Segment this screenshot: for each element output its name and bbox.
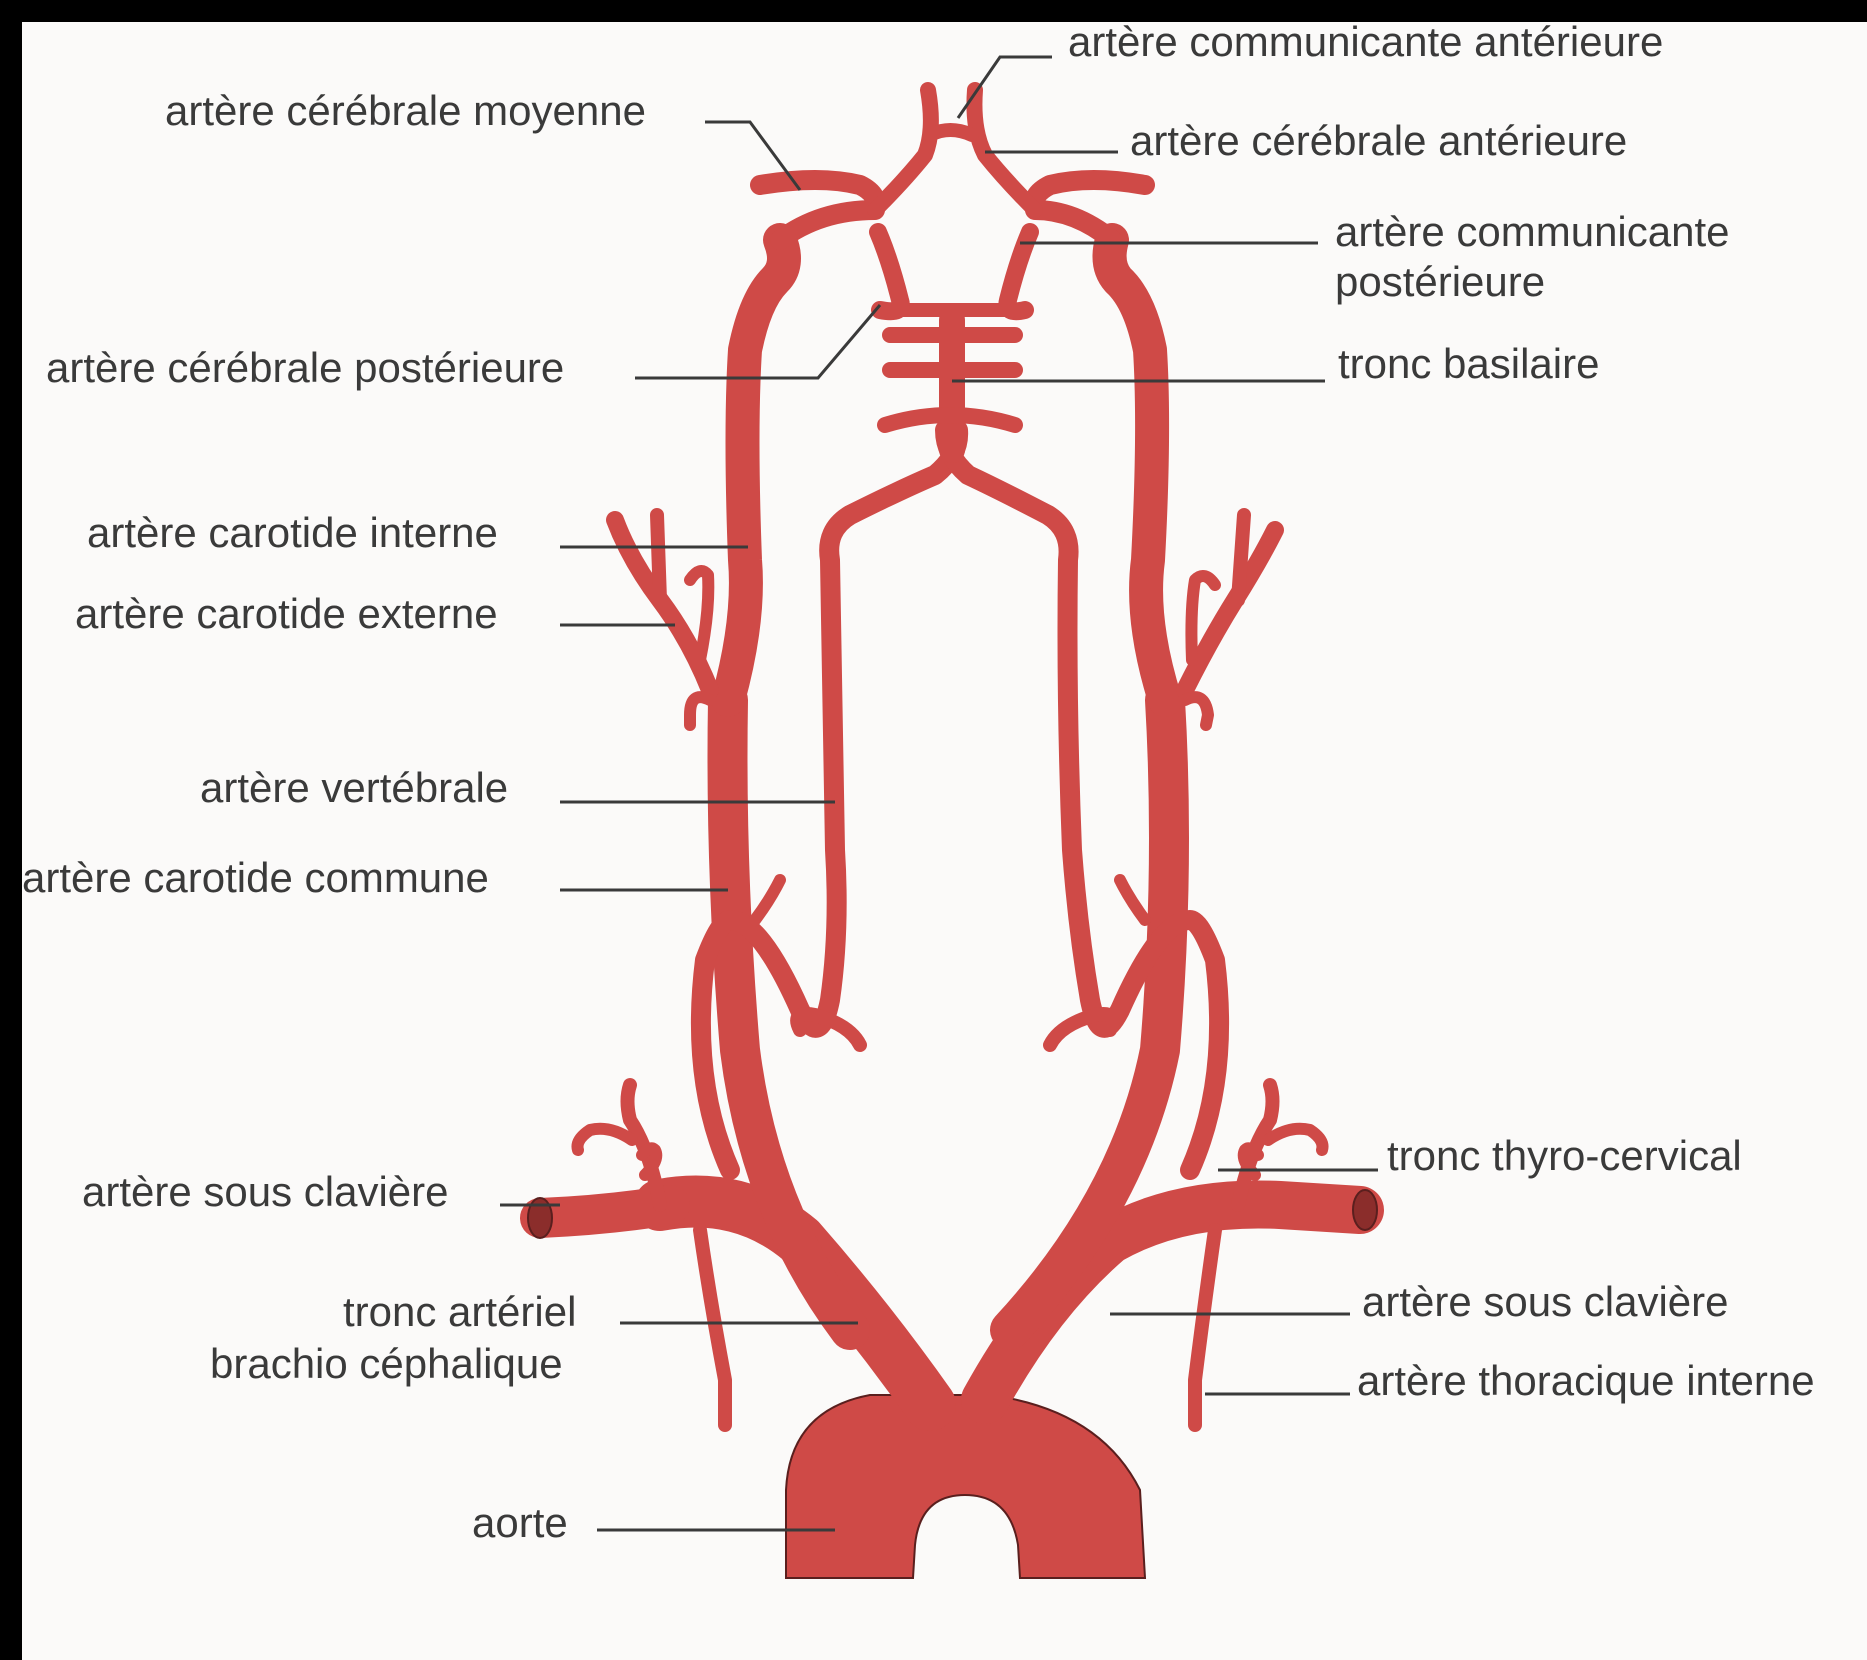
posterior-communicating-left	[878, 232, 901, 311]
label-communicante-posterieure-line1: artère communicante	[1335, 208, 1730, 255]
label-carotide-commune: artère carotide commune	[22, 854, 489, 901]
aorta	[786, 1395, 1145, 1578]
middle-cerebral-right	[1034, 180, 1145, 240]
external-carotid-left-branch1	[657, 515, 660, 600]
label-brachio-line1: tronc artériel	[343, 1288, 576, 1335]
label-communicante-anterieure: artère communicante antérieure	[1068, 18, 1663, 65]
internal-thoracic-left	[700, 1230, 725, 1425]
label-communicante-posterieure-line2: postérieure	[1335, 258, 1545, 305]
external-carotid-right	[1185, 530, 1275, 690]
anterior-cerebral-left	[875, 90, 931, 210]
label-brachio-line2: brachio céphalique	[210, 1340, 563, 1387]
label-cerebrale-anterieure: artère cérébrale antérieure	[1130, 117, 1627, 164]
internal-thoracic-right	[1195, 1230, 1215, 1425]
branch-right-small	[1120, 880, 1145, 920]
branch-left-small	[755, 880, 780, 920]
middle-cerebral-left	[760, 180, 876, 240]
label-thyro-cervical: tronc thyro-cervical	[1387, 1132, 1742, 1179]
label-carotide-interne: artère carotide interne	[87, 509, 498, 556]
anterior-cerebral-right	[974, 90, 1035, 210]
thyrocervical-right-b1	[1268, 1129, 1323, 1150]
internal-carotid-left	[728, 240, 784, 700]
label-tronc-basilaire: tronc basilaire	[1338, 340, 1599, 387]
subclavian-right-end	[1353, 1190, 1377, 1230]
arteries	[528, 90, 1377, 1578]
label-cerebrale-moyenne: artère cérébrale moyenne	[165, 87, 646, 134]
label-carotide-externe: artère carotide externe	[75, 590, 498, 637]
thyrocervical-left-b1	[578, 1129, 633, 1150]
label-vertebrale: artère vertébrale	[200, 764, 508, 811]
label-sous-claviere-right: artère sous clavière	[1362, 1278, 1729, 1325]
label-cerebrale-posterieure: artère cérébrale postérieure	[46, 344, 564, 391]
internal-carotid-right	[1110, 240, 1165, 700]
leader-lines	[500, 57, 1378, 1530]
label-sous-claviere-left: artère sous clavière	[82, 1168, 449, 1215]
labels: artère communicante antérieure artère cé…	[22, 18, 1815, 1546]
label-thoracique-interne: artère thoracique interne	[1357, 1357, 1815, 1404]
external-carotid-right-branch3	[1185, 697, 1208, 725]
external-carotid-right-branch1	[1238, 515, 1244, 600]
anterior-communicating	[930, 130, 972, 135]
subclavian-left	[540, 1205, 670, 1218]
external-carotid-left-branch3	[690, 697, 710, 725]
thyroid-loop-right	[1050, 1014, 1113, 1045]
label-aorte: aorte	[472, 1499, 568, 1546]
